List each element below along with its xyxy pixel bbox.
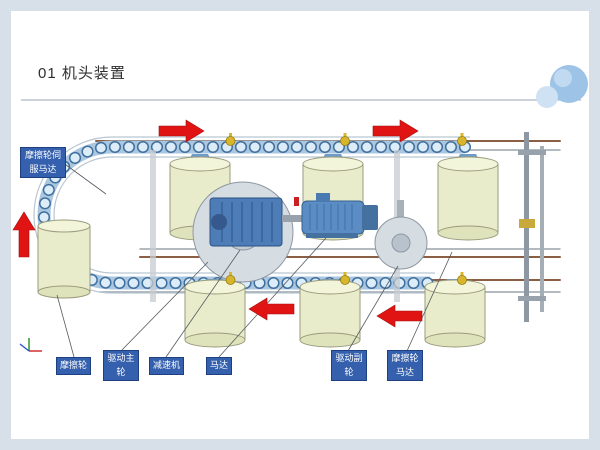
label-friction-wheel-motor: 摩擦轮马达 [387, 350, 423, 381]
bottom-roller-2 [299, 279, 361, 348]
flow-arrow-bottom-middle [248, 297, 295, 321]
motor [294, 193, 378, 238]
leader-lines [56, 161, 453, 358]
gearbox-reducer [209, 197, 283, 247]
page-title: 01 机头装置 [38, 65, 126, 82]
label-friction-wheel: 摩擦轮 [56, 357, 92, 375]
label-drive-sub-wheel: 驱动副轮 [331, 350, 367, 381]
flow-arrow-bottom-right [376, 304, 423, 328]
top-roller-3 [437, 154, 499, 241]
drive-shaft [282, 215, 302, 222]
right-end-structure [518, 132, 546, 322]
rail-fittings [225, 133, 467, 285]
flow-arrows [12, 119, 423, 328]
drive-sub-wheel [374, 200, 428, 270]
bottom-roller-3 [424, 279, 486, 348]
friction-wheel-roller-left [37, 219, 91, 299]
flow-arrow-top-left [158, 119, 205, 143]
label-drive-main-wheel: 驱动主轮 [103, 350, 139, 381]
axis-triad-icon [19, 338, 42, 352]
track-inner-guide [53, 156, 470, 274]
frame-post-left [150, 150, 156, 302]
label-reducer: 减速机 [149, 357, 185, 375]
deco-circles-icon [536, 65, 588, 108]
flow-arrow-left-up [12, 211, 36, 258]
label-motor: 马达 [206, 357, 233, 375]
flow-arrow-top-right [372, 119, 419, 143]
red-marker [294, 197, 299, 206]
bottom-roller-1 [184, 279, 246, 348]
label-friction-wheel-servo-motor: 摩擦轮伺服马达 [20, 147, 66, 178]
